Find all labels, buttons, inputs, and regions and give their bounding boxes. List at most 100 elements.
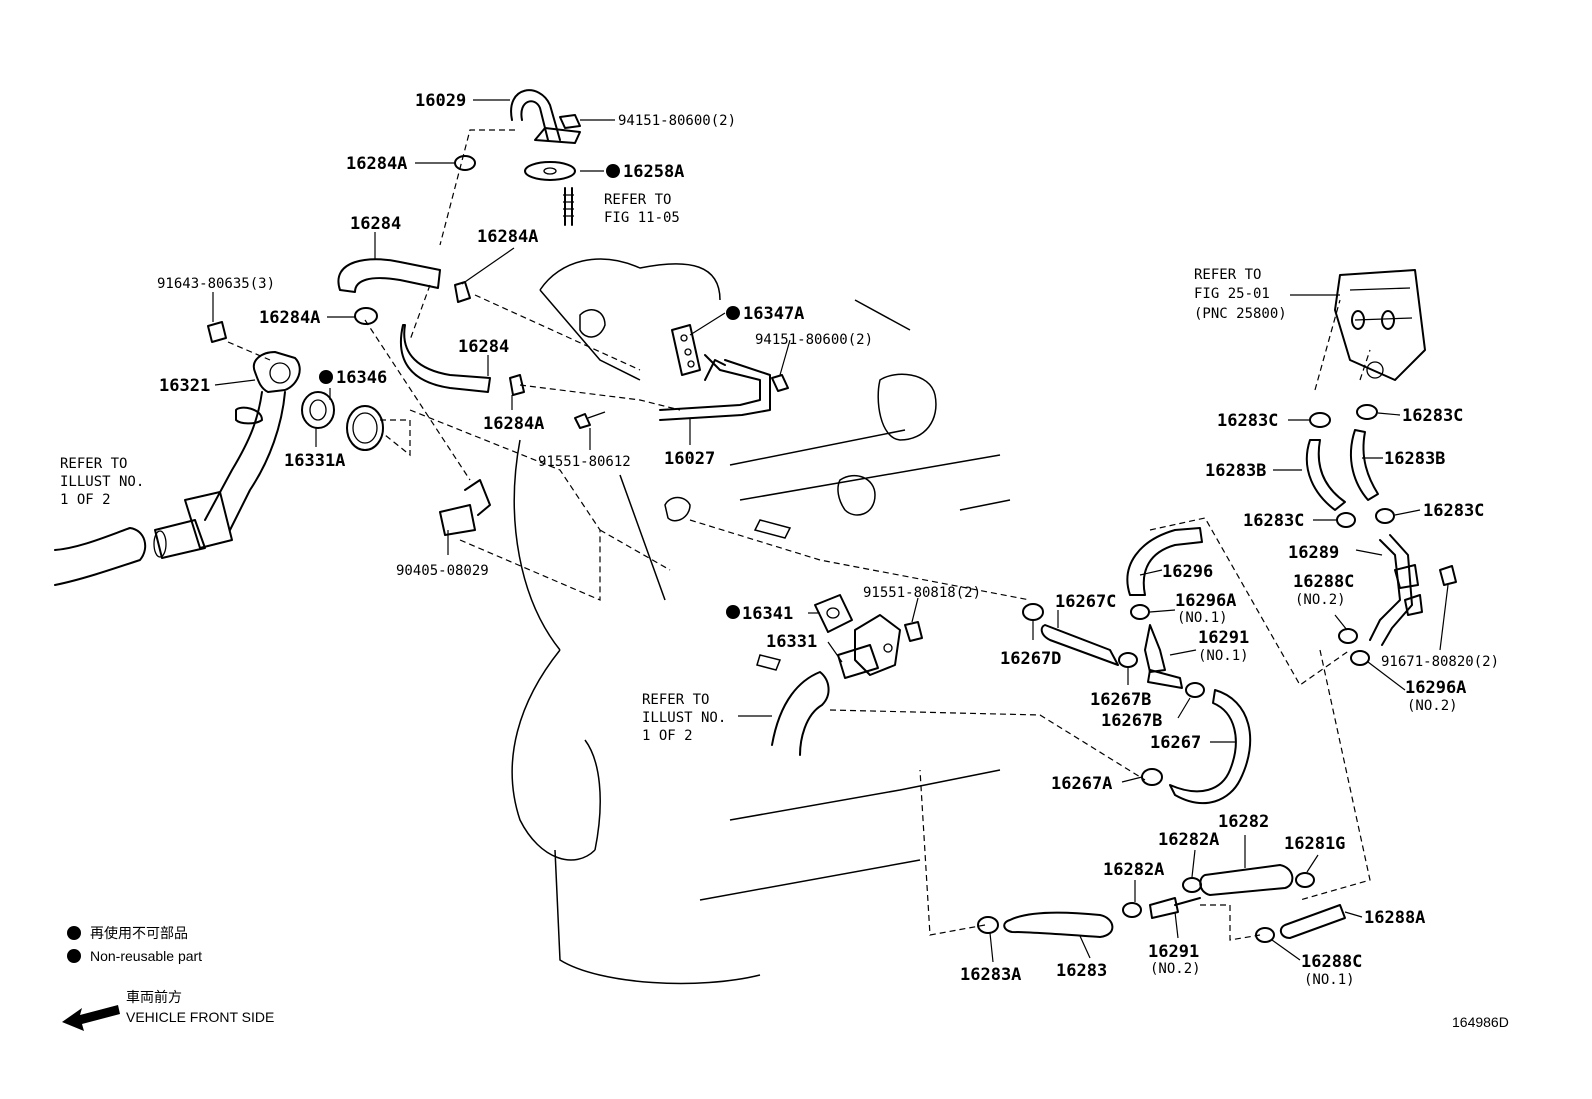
label-16029[interactable]: 16029: [415, 91, 466, 111]
label-90405-08029[interactable]: 90405-08029: [396, 563, 489, 579]
part-16283c-clamp-4[interactable]: [1375, 508, 1395, 524]
label-16288a[interactable]: 16288A: [1364, 908, 1425, 928]
part-radiator-hose-center[interactable]: [771, 671, 830, 756]
part-16282-hose[interactable]: [1199, 864, 1294, 896]
label-refer-illust-2-line1[interactable]: REFER TO: [642, 692, 709, 708]
label-16283c-4[interactable]: 16283C: [1423, 501, 1484, 521]
label-16284-top[interactable]: 16284: [350, 214, 401, 234]
label-16321[interactable]: 16321: [159, 376, 210, 396]
part-16291-hose-no2[interactable]: [1149, 897, 1201, 919]
label-16282a-1[interactable]: 16282A: [1158, 830, 1219, 850]
label-16283c-2[interactable]: 16283C: [1402, 406, 1463, 426]
label-91551-80612[interactable]: 91551-80612: [538, 454, 631, 470]
label-refer-fig-25-01-line1[interactable]: REFER TO: [1194, 267, 1261, 283]
part-16267-hose[interactable]: [1169, 689, 1252, 805]
part-16331a-thermostat[interactable]: [301, 391, 335, 429]
label-16341[interactable]: 16341: [742, 604, 793, 624]
part-16258a-gasket[interactable]: [524, 161, 576, 181]
part-16029-pipe[interactable]: [510, 89, 581, 144]
part-throttle-body[interactable]: [1334, 269, 1426, 381]
part-16284a-clamp-2[interactable]: [354, 307, 378, 325]
label-16283a[interactable]: 16283A: [960, 965, 1021, 985]
part-16283-hose[interactable]: [1003, 911, 1114, 938]
label-91551-80818[interactable]: 91551-80818(2): [863, 585, 981, 601]
label-16288c-no1[interactable]: 16288C: [1301, 952, 1362, 972]
label-16284a-3[interactable]: 16284A: [259, 308, 320, 328]
part-16288a-hose[interactable]: [1279, 904, 1346, 939]
label-16296[interactable]: 16296: [1162, 562, 1213, 582]
label-16284a-1[interactable]: 16284A: [346, 154, 407, 174]
label-16291-no2[interactable]: 16291: [1148, 942, 1199, 962]
label-16284a-2[interactable]: 16284A: [477, 227, 538, 247]
label-refer-fig-25-01-line3[interactable]: (PNC 25800): [1194, 306, 1287, 322]
part-16283c-clamp-3[interactable]: [1336, 512, 1356, 528]
label-16284-mid[interactable]: 16284: [458, 337, 509, 357]
label-16267b-1[interactable]: 16267B: [1090, 690, 1151, 710]
label-16347a[interactable]: 16347A: [743, 304, 804, 324]
part-16282a-clamp-1[interactable]: [1182, 877, 1202, 893]
label-16289[interactable]: 16289: [1288, 543, 1339, 563]
part-90405-union[interactable]: [439, 479, 491, 536]
label-16267a[interactable]: 16267A: [1051, 774, 1112, 794]
label-refer-illust-1-line1[interactable]: REFER TO: [60, 456, 127, 472]
part-91551-80818-bolt[interactable]: [904, 621, 923, 642]
label-refer-illust-1-line3[interactable]: 1 OF 2: [60, 492, 111, 508]
part-16267b-clamp-2[interactable]: [1185, 682, 1205, 698]
label-refer-fig-11-05-line2[interactable]: FIG 11-05: [604, 210, 680, 226]
label-16258a[interactable]: 16258A: [623, 162, 684, 182]
label-refer-illust-1-line2[interactable]: ILLUST NO.: [60, 474, 144, 490]
part-16284a-clamp-3[interactable]: [454, 281, 471, 303]
label-16267b-2[interactable]: 16267B: [1101, 711, 1162, 731]
part-16267d-clamp[interactable]: [1022, 603, 1044, 621]
label-16267[interactable]: 16267: [1150, 733, 1201, 753]
label-16283[interactable]: 16283: [1056, 961, 1107, 981]
part-16027-pipe[interactable]: [659, 354, 771, 421]
part-16284a-clamp-1[interactable]: [454, 155, 476, 171]
label-refer-fig-25-01-line2[interactable]: FIG 25-01: [1194, 286, 1270, 302]
label-16267c[interactable]: 16267C: [1055, 592, 1116, 612]
label-16282a-2[interactable]: 16282A: [1103, 860, 1164, 880]
part-91551-80612-bolt[interactable]: [574, 411, 606, 429]
part-16284a-clamp-4[interactable]: [509, 374, 525, 396]
label-16283c-1[interactable]: 16283C: [1217, 411, 1278, 431]
part-16283c-clamp-2[interactable]: [1356, 404, 1378, 420]
label-91643-80635[interactable]: 91643-80635(3): [157, 276, 275, 292]
label-16281g[interactable]: 16281G: [1284, 834, 1345, 854]
label-16283c-3[interactable]: 16283C: [1243, 511, 1304, 531]
part-16284-hose-top[interactable]: [337, 258, 441, 293]
part-16283c-clamp-1[interactable]: [1309, 412, 1331, 428]
label-16282[interactable]: 16282: [1218, 812, 1269, 832]
label-refer-illust-2-line2[interactable]: ILLUST NO.: [642, 710, 726, 726]
part-stud-bolt[interactable]: [563, 187, 574, 226]
label-16296a-no2[interactable]: 16296A: [1405, 678, 1466, 698]
label-91671-80820[interactable]: 91671-80820(2): [1381, 654, 1499, 670]
part-16296a-clamp-no1[interactable]: [1130, 604, 1150, 620]
part-16341-gasket[interactable]: [814, 594, 853, 633]
label-16027[interactable]: 16027: [664, 449, 715, 469]
part-16296a-clamp-no2[interactable]: [1350, 650, 1370, 666]
part-16289-pipe[interactable]: [1369, 534, 1423, 646]
part-16283b-hose-2[interactable]: [1350, 429, 1379, 501]
label-refer-fig-11-05-line1[interactable]: REFER TO: [604, 192, 671, 208]
part-16282a-clamp-2[interactable]: [1122, 902, 1142, 918]
part-16346-gasket[interactable]: [346, 405, 384, 451]
label-refer-illust-2-line3[interactable]: 1 OF 2: [642, 728, 693, 744]
part-91643-bolt[interactable]: [207, 321, 227, 343]
label-16288c-no2[interactable]: 16288C: [1293, 572, 1354, 592]
label-16283b-1[interactable]: 16283B: [1205, 461, 1266, 481]
part-radiator-hose-left[interactable]: [54, 527, 147, 586]
part-16283a-clamp[interactable]: [977, 916, 999, 934]
part-16267b-clamp-1[interactable]: [1118, 652, 1138, 668]
part-16267c-hose[interactable]: [1040, 624, 1119, 666]
label-16331a[interactable]: 16331A: [284, 451, 345, 471]
part-16283b-hose-1[interactable]: [1305, 439, 1346, 511]
part-16347a-gasket[interactable]: [671, 324, 701, 376]
label-16284a-4[interactable]: 16284A: [483, 414, 544, 434]
part-16321-water-outlet[interactable]: [153, 351, 301, 559]
part-16284-hose-mid[interactable]: [399, 324, 491, 393]
part-16288c-clamp-no1[interactable]: [1255, 927, 1275, 943]
part-94151-nut-right[interactable]: [771, 374, 789, 392]
label-16346[interactable]: 16346: [336, 368, 387, 388]
label-16296a-no1[interactable]: 16296A: [1175, 591, 1236, 611]
part-91671-bolt[interactable]: [1439, 565, 1457, 586]
